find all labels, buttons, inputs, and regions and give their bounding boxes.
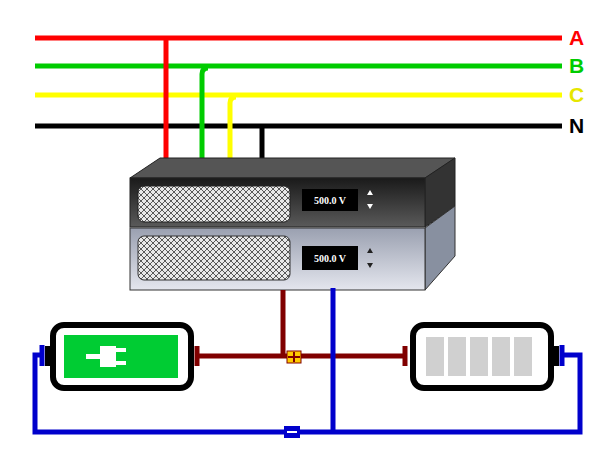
phase-label: A [569,27,584,48]
phase-label: C [569,84,584,105]
voltage-reading: 500.0 V [314,253,346,264]
phase-label: N [569,115,584,136]
voltage-display: 500.0 V [302,246,358,270]
voltage-reading: 500.0 V [314,195,346,206]
voltage-display: 500.0 V [302,189,358,211]
phase-label: B [569,55,584,76]
